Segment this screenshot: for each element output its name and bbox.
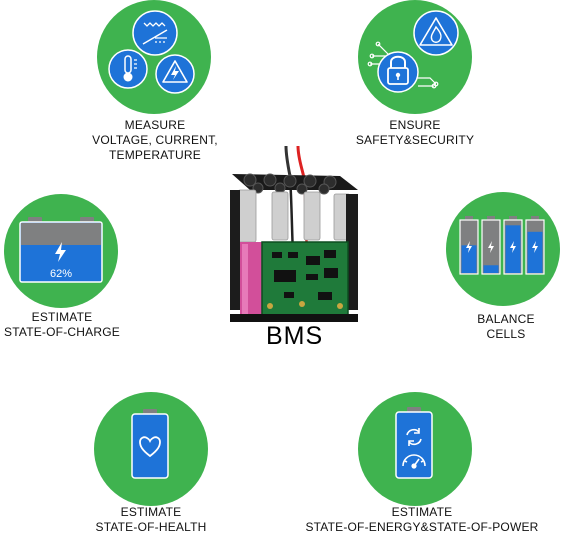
soe-circle [358, 392, 472, 506]
soc-battery-icon [19, 217, 103, 283]
soc-circle: 62% [4, 194, 118, 308]
measure-label: MEASURE VOLTAGE, CURRENT, TEMPERATURE [92, 118, 218, 162]
safety-label: ENSURE SAFETY&SECURITY [355, 118, 475, 147]
cell-bolt-icon [466, 241, 472, 253]
bms-battery-pack-image [230, 146, 358, 322]
soc-percent: 62% [49, 268, 73, 280]
balance-label: BALANCE CELLS [477, 312, 535, 341]
measure-icons [108, 10, 195, 94]
soh-label: ESTIMATE STATE-OF-HEALTH [95, 505, 207, 534]
measure-circle [97, 0, 211, 114]
soe-label: ESTIMATE STATE-OF-ENERGY&STATE-OF-POWER [305, 505, 539, 534]
soh-circle [94, 392, 208, 506]
warning-icon [155, 54, 195, 94]
soc-label: ESTIMATE STATE-OF-CHARGE [4, 310, 120, 339]
gauge-icon [402, 454, 426, 469]
bms-title: BMS [266, 322, 324, 350]
cell-cap [531, 216, 539, 220]
balance-circle [446, 192, 560, 306]
charge-bolt-icon [55, 242, 66, 262]
soe-battery-icon [395, 407, 433, 479]
refresh-icon [406, 428, 422, 446]
cell-charge-fill [461, 245, 477, 273]
thermometer-icon [108, 49, 148, 89]
cell-charge-fill [527, 231, 543, 273]
safety-circle [358, 0, 472, 114]
cell-charge-fill [483, 265, 499, 273]
cell-cap [465, 216, 473, 220]
soh-battery-icon [131, 409, 169, 479]
safety-icons [367, 10, 459, 93]
cell-bolt-icon [532, 241, 538, 253]
cell-cap [509, 216, 517, 220]
cell-cap [487, 216, 495, 220]
cell-bolt-icon [510, 241, 516, 253]
heart-icon [139, 436, 161, 458]
meter-icon [132, 10, 178, 56]
padlock-icon [377, 51, 419, 93]
cell-bolt-icon [488, 241, 494, 253]
balance-cells-icon [459, 216, 545, 275]
fire-warning-icon [413, 10, 459, 56]
